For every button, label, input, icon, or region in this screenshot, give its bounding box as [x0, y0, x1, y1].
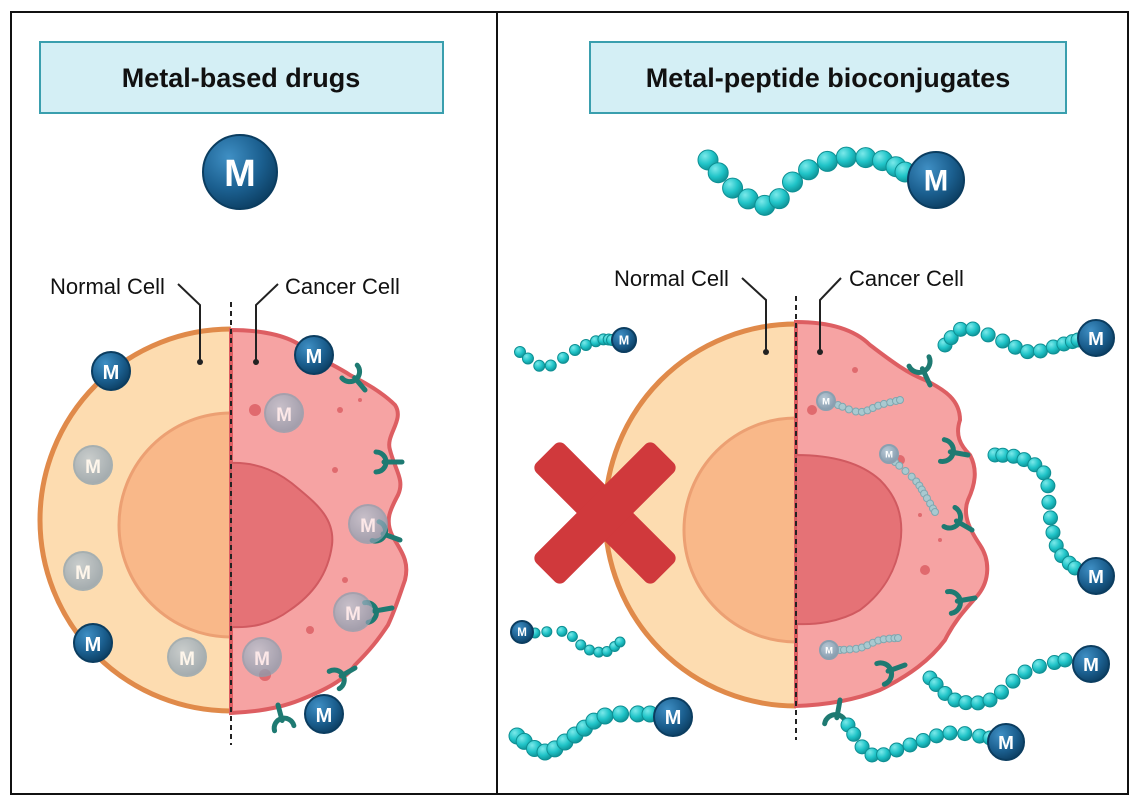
panel-title: Metal-peptide bioconjugates	[646, 63, 1011, 93]
figure-frame	[10, 11, 1129, 795]
metal-icon: M	[294, 335, 334, 375]
svg-text:M: M	[822, 396, 830, 407]
internalized-metal-icon: M	[264, 393, 304, 433]
svg-text:M: M	[306, 346, 323, 368]
normal-cell-label: Normal Cell	[50, 274, 165, 299]
bioconjugate: M	[510, 620, 626, 658]
internalized-metal-icon: M	[73, 445, 113, 485]
normal-cell-label: Normal Cell	[614, 266, 729, 291]
svg-text:M: M	[825, 645, 833, 656]
blocked-cross-icon	[534, 442, 676, 584]
internalized-metal-icon: M	[879, 444, 899, 464]
metal-icon: M	[987, 723, 1025, 761]
svg-text:M: M	[276, 405, 292, 426]
bioconjugate-chains: M M M M M M M M M M	[508, 319, 1115, 763]
svg-text:M: M	[885, 449, 893, 460]
metal-drug-icon: M	[202, 134, 278, 210]
cancer-cell-label: Cancer Cell	[849, 266, 964, 291]
normal-cell-leader	[741, 277, 767, 352]
cancer-cell-leader	[819, 277, 842, 352]
metal-icon: M	[1077, 319, 1115, 357]
svg-text:M: M	[998, 733, 1014, 754]
panel-metal-peptide-bioconjugates: Metal-peptide bioconjugates M Normal Cel…	[508, 41, 1115, 763]
metal-icon: M	[1072, 645, 1110, 683]
internalized-metal-icon: M	[348, 504, 388, 544]
svg-text:M: M	[345, 604, 361, 625]
svg-text:M: M	[316, 705, 333, 727]
internalized-metal-icon: M	[242, 637, 282, 677]
svg-text:M: M	[103, 362, 120, 384]
normal-cell	[37, 326, 231, 714]
svg-text:M: M	[254, 649, 270, 670]
bioconjugate: M	[922, 645, 1110, 711]
svg-text:M: M	[665, 707, 682, 729]
bioconjugate: M	[514, 327, 637, 372]
svg-text:M: M	[224, 153, 256, 195]
svg-text:M: M	[360, 516, 376, 537]
internalized-bioconjugate: M	[819, 634, 902, 660]
bioconjugate: M	[508, 697, 693, 761]
svg-text:M: M	[924, 165, 948, 198]
normal-cell-leader	[177, 283, 201, 362]
svg-text:M: M	[619, 334, 630, 348]
internalized-metal-icon: M	[167, 637, 207, 677]
bioconjugate: M	[840, 717, 1025, 763]
bioconjugate: M	[937, 319, 1115, 360]
panel-title: Metal-based drugs	[122, 63, 361, 93]
internalized-metal-icon: M	[819, 640, 839, 660]
bioconjugate-icon: M	[697, 146, 965, 216]
svg-text:M: M	[1088, 329, 1104, 350]
svg-text:M: M	[1088, 567, 1104, 588]
cancer-cell-leader	[255, 283, 279, 362]
metal-icon: M	[73, 623, 113, 663]
panel-metal-based-drugs: Metal-based drugs M Normal Cell	[37, 41, 444, 745]
svg-text:M: M	[75, 563, 91, 584]
internalized-metal-icon: M	[333, 592, 373, 632]
bioconjugate: M	[987, 447, 1115, 595]
title-box	[589, 41, 1067, 114]
internalized-metal-icon: M	[63, 551, 103, 591]
cancer-cell-label: Cancer Cell	[285, 274, 400, 299]
metal-icon: M	[510, 620, 534, 644]
title-box	[39, 41, 444, 114]
svg-text:M: M	[179, 649, 195, 670]
metal-icon: M	[1077, 557, 1115, 595]
svg-text:M: M	[85, 634, 102, 656]
metal-icon: M	[91, 351, 131, 391]
svg-text:M: M	[1083, 655, 1099, 676]
internalized-bioconjugate: M	[879, 444, 939, 516]
internalized-bioconjugate: M	[816, 391, 904, 416]
metal-icon: M	[653, 697, 693, 737]
metal-icon: M	[304, 694, 344, 734]
cancer-cell	[794, 319, 990, 709]
svg-text:M: M	[85, 457, 101, 478]
svg-text:M: M	[517, 627, 527, 639]
bioconjugate: M	[697, 146, 965, 216]
internalized-metal-icon: M	[816, 391, 836, 411]
metal-icon: M	[907, 151, 965, 209]
metal-icon: M	[611, 327, 637, 353]
